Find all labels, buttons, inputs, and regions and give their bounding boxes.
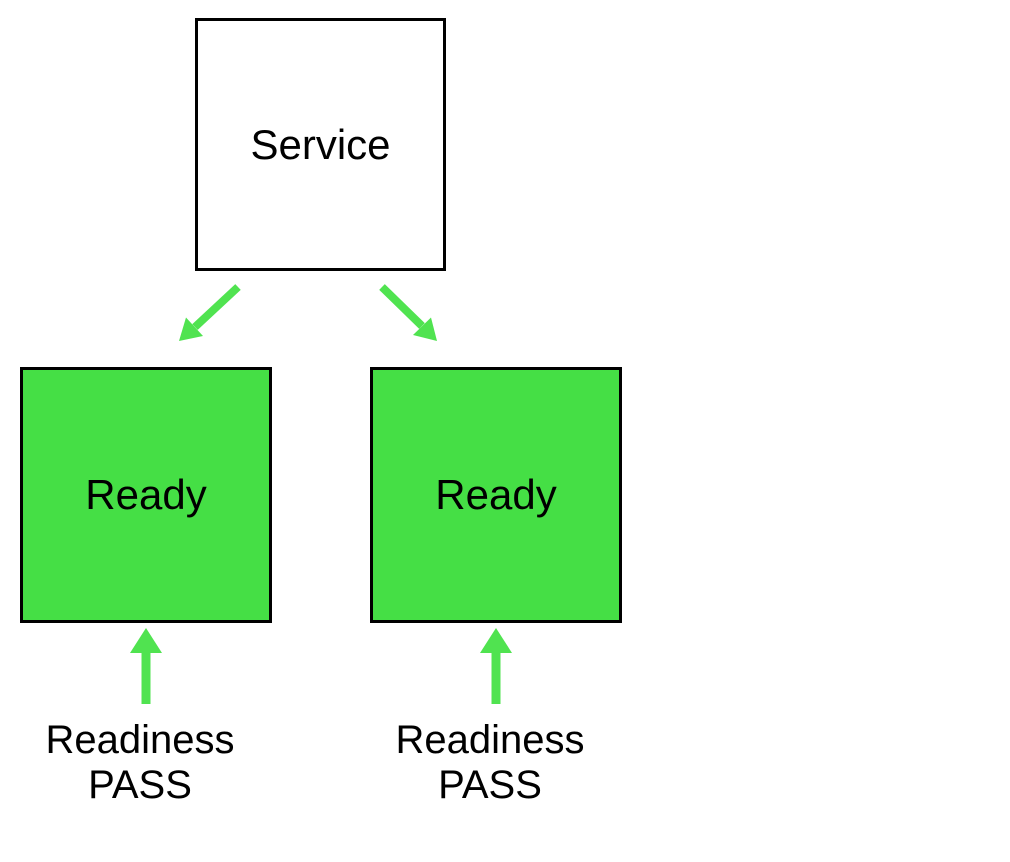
ready-node-left-label: Ready — [85, 471, 207, 518]
service-to-right-ready-arrow — [379, 284, 437, 341]
service-to-left-ready-arrow — [179, 284, 241, 341]
left-readiness-caption: Readiness PASS — [20, 718, 260, 808]
service-node: Service — [195, 18, 446, 271]
left-readiness-caption-line1: Readiness — [45, 718, 235, 762]
right-readiness-caption-line2: PASS — [438, 763, 542, 807]
right-readiness-caption-line1: Readiness — [395, 718, 585, 762]
ready-node-right-label: Ready — [435, 471, 557, 518]
ready-node-left: Ready — [20, 367, 272, 623]
right-readiness-pass-arrow — [480, 628, 512, 704]
service-node-label: Service — [250, 120, 391, 168]
left-readiness-pass-arrow — [130, 628, 162, 704]
left-readiness-caption-line2: PASS — [88, 763, 192, 807]
right-readiness-caption: Readiness PASS — [370, 718, 610, 808]
ready-node-right: Ready — [370, 367, 622, 623]
